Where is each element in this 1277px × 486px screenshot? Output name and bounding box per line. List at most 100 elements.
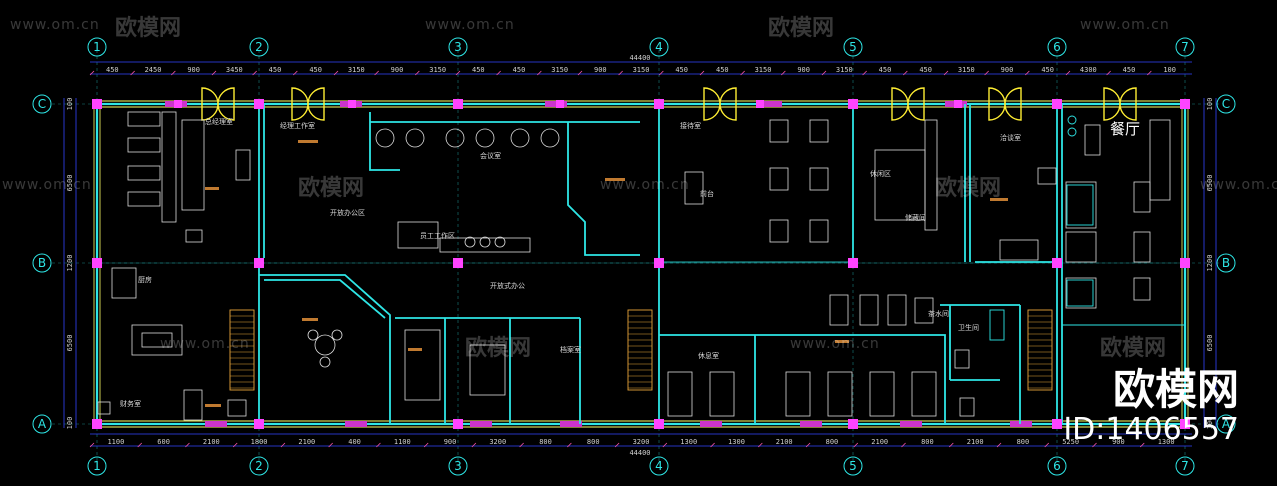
dimension-top: 450 [106, 66, 119, 74]
dimension-right: 100 [1206, 417, 1214, 430]
watermark-brand: 欧模网 [935, 176, 1002, 201]
axis-bubble [1216, 94, 1236, 114]
structural-column [1052, 258, 1062, 268]
axis-bubble [1175, 456, 1195, 476]
dimension-top: 3150 [755, 66, 772, 74]
axis-bubble [87, 456, 107, 476]
structural-column [848, 419, 858, 429]
dimension-tick [821, 70, 827, 76]
axis-bubble [1047, 37, 1067, 57]
dimension-top: 900 [594, 66, 607, 74]
structural-column [654, 419, 664, 429]
axis-bubble [1216, 414, 1236, 434]
structural-column [254, 99, 264, 109]
dimension-bottom: 2100 [776, 438, 793, 446]
structural-column [174, 100, 182, 108]
room-label: 厨房 [138, 275, 152, 284]
axis-label: 4 [655, 459, 663, 473]
dimension-top: 3150 [836, 66, 853, 74]
dimension-tick [1139, 442, 1145, 448]
dimension-tick [1065, 70, 1071, 76]
dimension-tick [901, 442, 906, 448]
dimension-top: 450 [513, 66, 526, 74]
structural-column [1180, 419, 1190, 429]
dimension-tick [943, 70, 949, 76]
axis-bubble [843, 456, 863, 476]
axis-bubble [448, 456, 468, 476]
dimension-top: 450 [675, 66, 688, 74]
axis-bubble [87, 37, 107, 57]
dimension-bottom: 800 [1017, 438, 1030, 446]
dimension-bottom: 1300 [1158, 438, 1175, 446]
dimension-top: 450 [919, 66, 932, 74]
dimension-bottom: 2100 [298, 438, 315, 446]
dimension-top: 4300 [1080, 66, 1097, 74]
axis-label: C [1222, 97, 1230, 111]
dimension-tick [137, 442, 143, 448]
dimension-tick [1044, 442, 1050, 448]
structural-column [848, 99, 858, 109]
structural-column [954, 100, 962, 108]
room-labels: 经理工作室总经理室会议室开放式办公接待室厨房休息室员工工作区茶水间卫生间储藏间前… [120, 117, 1021, 408]
room-label: 前台 [700, 189, 714, 198]
room-label: 储藏间 [905, 213, 926, 222]
dimension-tick [1025, 70, 1030, 76]
dimension-top: 900 [1001, 66, 1014, 74]
room-label: 财务室 [120, 399, 141, 408]
dimension-bottom: 1300 [680, 438, 697, 446]
axis-bubble [1047, 456, 1067, 476]
dimension-tick [1092, 442, 1097, 448]
dimension-bottom: 800 [539, 438, 552, 446]
dimension-bottom: 2100 [967, 438, 984, 446]
axis-bubble [1175, 37, 1195, 57]
dimension-bottom: 1100 [107, 438, 124, 446]
axis-bubble [249, 37, 269, 57]
dimension-tick [577, 70, 583, 76]
room-label: 茶水间 [928, 309, 949, 318]
entrance-doors [201, 87, 1137, 121]
dimension-tick [1147, 70, 1152, 76]
dimension-bottom: 1100 [394, 438, 411, 446]
dimension-bottom: 2100 [871, 438, 888, 446]
dimension-top: 3150 [633, 66, 650, 74]
dimension-bottom: 3200 [633, 438, 650, 446]
door-leaf [1119, 87, 1137, 105]
axis-label: B [1222, 256, 1230, 270]
watermark-brand: 欧模网 [465, 336, 532, 361]
watermark-site: www.om.cn [425, 17, 515, 33]
dimension-tick [758, 442, 763, 448]
axis-label: 5 [849, 40, 857, 54]
dimension-tick [211, 70, 217, 76]
dimension-bottom: 1800 [251, 438, 268, 446]
structural-column [1052, 419, 1062, 429]
room-label: 休闲区 [870, 169, 891, 178]
dimension-bottom: 3200 [489, 438, 506, 446]
dimension-tick [984, 70, 989, 76]
dimension-tick [740, 70, 745, 76]
room-label: 接待室 [680, 121, 701, 130]
axis-bubble [1216, 253, 1236, 273]
axis-label: 7 [1181, 459, 1189, 473]
door-leaf [307, 87, 325, 105]
door-leaf [719, 87, 737, 105]
axis-bubble [32, 94, 52, 114]
watermark-site: www.om.cn [1080, 17, 1170, 33]
axis-bubble [448, 37, 468, 57]
axis-label: B [38, 256, 46, 270]
dimension-bottom: 5250 [1062, 438, 1079, 446]
dimension-tick [903, 70, 908, 76]
dimension-left: 1200 [66, 255, 74, 272]
room-label: 洽谈室 [1000, 133, 1021, 142]
structural-column [92, 258, 102, 268]
watermark-site: www.om.cn [600, 177, 690, 193]
structural-column [453, 99, 463, 109]
furniture [97, 111, 1171, 421]
dimension-top: 3150 [348, 66, 365, 74]
structural-column [654, 99, 664, 109]
room-label: 开放式办公 [490, 281, 525, 290]
dimension-bottom: 2100 [203, 438, 220, 446]
structural-columns [92, 99, 1190, 429]
dimension-top: 3150 [958, 66, 975, 74]
dimension-tick [376, 442, 381, 448]
